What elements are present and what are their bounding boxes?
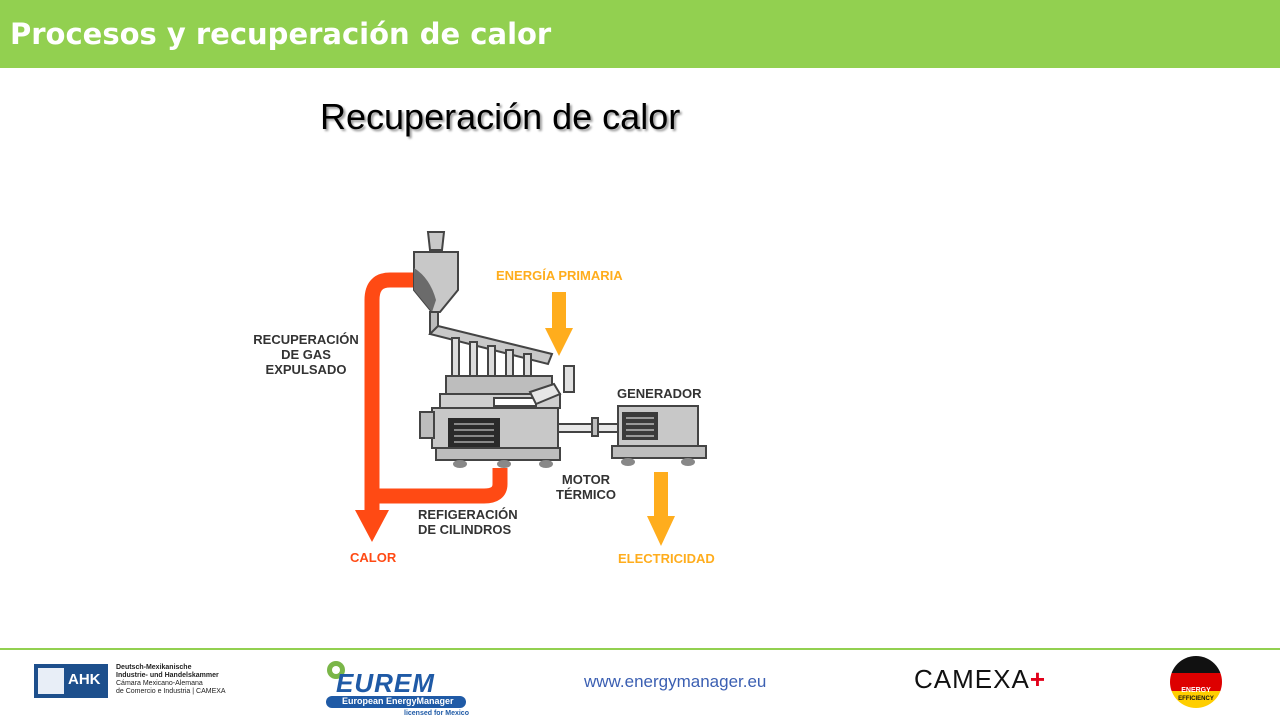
- eurem-wordmark: EUREM: [336, 668, 435, 698]
- calor-arrow-head: [355, 510, 389, 542]
- ahk-line1: Deutsch-Mexikanische: [116, 664, 192, 671]
- eurem-logo: EUREM European EnergyManager licensed fo…: [324, 654, 474, 717]
- fuel-hopper: [413, 231, 554, 366]
- label-motor-line2: TÉRMICO: [556, 487, 616, 502]
- label-recuperacion-line1: RECUPERACIÓN: [253, 332, 358, 347]
- ahk-line4: de Comercio e Industria | CAMEXA: [116, 688, 226, 695]
- ahk-line2: Industrie- und Handelskammer: [116, 672, 219, 679]
- slide-subtitle: Recuperación de calor: [320, 96, 681, 137]
- label-refrigeracion-line1: REFIGERACIÓN: [418, 507, 518, 522]
- injector-pipes: [451, 337, 532, 379]
- eurem-leaf-icon: [327, 661, 345, 679]
- footer: AHK Deutsch-Mexikanische Industrie- und …: [0, 650, 1280, 720]
- energy-efficiency-badge: ENERGY EFFICIENCY: [1170, 656, 1222, 708]
- label-generador: GENERADOR: [617, 386, 702, 401]
- label-refrigeracion-line2: DE CILINDROS: [418, 522, 512, 537]
- label-energia-primaria: ENERGÍA PRIMARIA: [496, 268, 623, 283]
- eurem-subtitle: European EnergyManager: [342, 696, 454, 706]
- ahk-badge: AHK: [34, 664, 108, 698]
- generator: [611, 405, 707, 466]
- label-recuperacion-line2: DE GAS: [281, 347, 331, 362]
- label-recuperacion-line3: EXPULSADO: [266, 362, 347, 377]
- engine-block: [419, 365, 575, 468]
- energia-arrow-head: [545, 328, 573, 356]
- energy-badge-line2: EFFICIENCY: [1178, 696, 1214, 702]
- label-motor-line1: MOTOR: [562, 472, 611, 487]
- title-bar: Procesos y recuperación de calor: [0, 0, 1280, 68]
- page-title: Procesos y recuperación de calor: [10, 17, 552, 51]
- heat-recovery-arrow: [364, 272, 508, 512]
- ahk-logo: AHK Deutsch-Mexikanische Industrie- und …: [34, 662, 226, 702]
- website-link[interactable]: www.energymanager.eu: [584, 672, 767, 691]
- ahk-text-block: Deutsch-Mexikanische Industrie- und Hand…: [116, 664, 226, 696]
- camexa-plus-icon: +: [1029, 664, 1046, 694]
- ahk-emblem-icon: [38, 668, 64, 694]
- camexa-logo: CAMEXA+: [914, 664, 1046, 695]
- electricidad-arrow-head: [647, 516, 675, 546]
- label-electricidad: ELECTRICIDAD: [618, 551, 715, 566]
- footer-divider: [0, 648, 1280, 650]
- electricidad-arrow-shaft: [654, 472, 668, 518]
- eurem-swoosh: [326, 696, 466, 708]
- shaft-coupling: [591, 417, 599, 437]
- label-calor: CALOR: [350, 550, 397, 565]
- camexa-wordmark: CAMEXA: [914, 664, 1030, 694]
- energia-arrow-shaft: [552, 292, 566, 330]
- ahk-badge-text: AHK: [68, 671, 101, 688]
- ahk-line3: Cámara Mexicano-Alemana: [116, 680, 203, 687]
- eurem-license: licensed for Mexico: [404, 710, 469, 717]
- energy-badge-line1: ENERGY: [1181, 687, 1211, 694]
